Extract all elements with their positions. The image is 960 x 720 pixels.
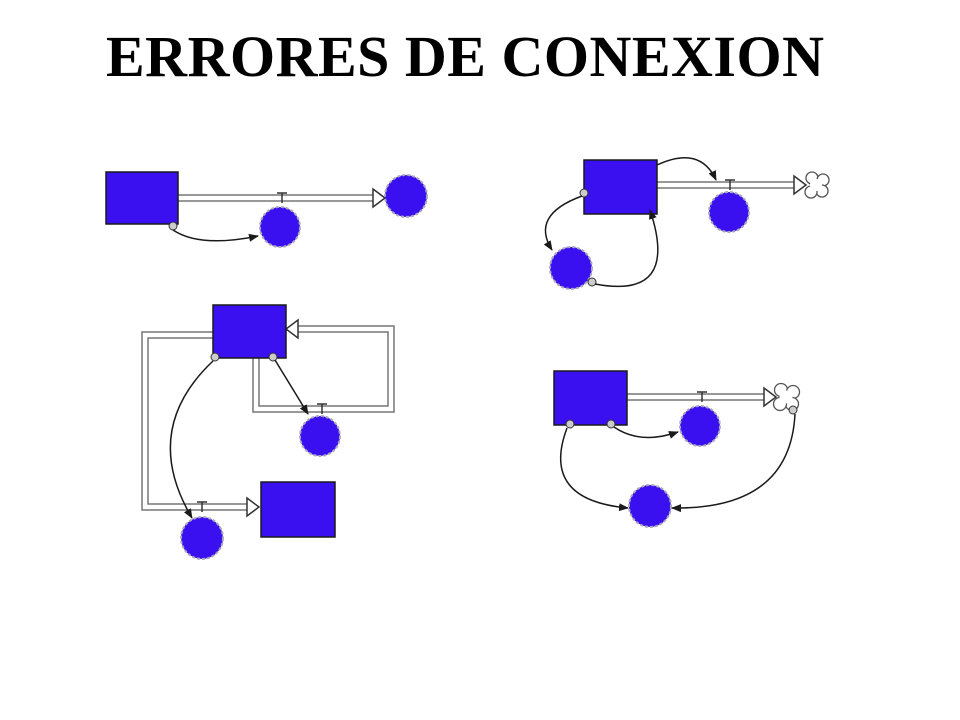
connector-origin: [210, 352, 220, 362]
auxiliary-circle: [384, 174, 428, 218]
slide-title: ERRORES DE CONEXION: [106, 24, 825, 89]
auxiliary-circle: [259, 206, 301, 248]
stock-box: [260, 481, 336, 538]
auxiliary-circle: [299, 415, 341, 457]
connector-arrow: [594, 209, 659, 288]
auxiliary-circle: [628, 484, 672, 528]
auxiliary-circle: [679, 405, 721, 447]
connector-origin: [579, 188, 589, 198]
auxiliary-circle: [549, 246, 593, 290]
connector-arrow: [543, 195, 583, 251]
flow-arrowhead-icon: [246, 496, 261, 518]
flow-arrowhead-icon: [763, 386, 778, 408]
flow-valve-icon: [725, 179, 735, 190]
flow-valve-icon: [197, 501, 207, 512]
connector-arrow: [559, 427, 629, 512]
flow-pipe: [627, 386, 778, 408]
flow-pipe: [178, 187, 387, 209]
flow-valve-icon: [277, 192, 287, 203]
connector-arrow: [613, 426, 679, 439]
connector-origin: [788, 405, 798, 415]
diagram-top-left: [105, 171, 428, 248]
cloud-icon: [772, 382, 801, 412]
connector-origin: [606, 419, 616, 429]
stock-box: [212, 304, 287, 359]
connector-origin: [268, 352, 278, 362]
flow-pipe: [141, 318, 395, 518]
diagram-top-right: [543, 157, 830, 290]
auxiliary-circle: [708, 191, 750, 233]
flow-pipe: [657, 174, 808, 196]
flow-valve-icon: [697, 391, 707, 402]
diagram-bottom-left: [141, 304, 395, 560]
cloud-icon: [804, 171, 830, 199]
stock-box: [583, 159, 658, 215]
flow-valve-icon: [317, 403, 327, 414]
connector-arrow: [656, 157, 717, 181]
connector-origin: [565, 419, 575, 429]
flow-arrowhead-icon: [284, 318, 299, 340]
stock-box: [105, 171, 179, 225]
connector-origin: [168, 221, 178, 231]
connector-arrow: [169, 360, 214, 519]
connector-arrow: [671, 413, 796, 513]
auxiliary-circle: [180, 516, 224, 560]
connector-arrow: [172, 229, 259, 242]
stock-box: [553, 370, 628, 426]
flow-arrowhead-icon: [793, 174, 808, 196]
connector-arrow: [274, 359, 309, 415]
diagram-bottom-right: [553, 370, 801, 528]
flow-arrowhead-icon: [372, 187, 387, 209]
connector-origin: [587, 277, 597, 287]
